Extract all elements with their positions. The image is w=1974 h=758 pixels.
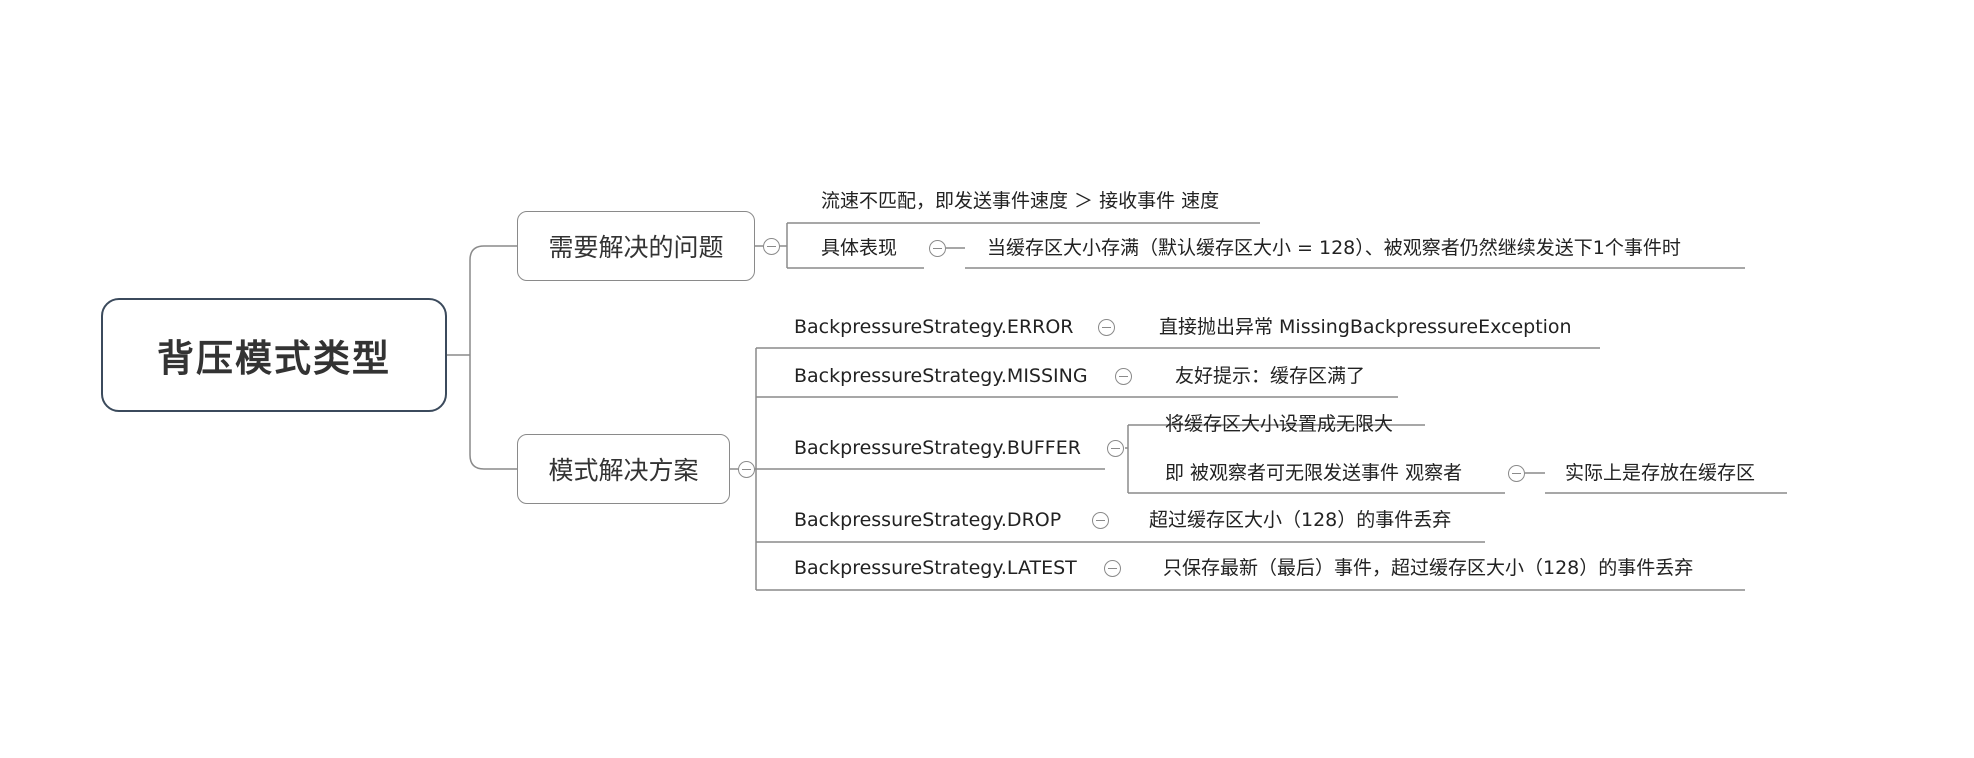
- topic-strategy-error-detail[interactable]: 直接抛出异常 MissingBackpressureException: [1159, 316, 1572, 338]
- topic-solutions-label: 模式解决方案: [548, 456, 699, 485]
- topic-strategy-error[interactable]: BackpressureStrategy.ERROR: [794, 316, 1074, 338]
- root-topic[interactable]: 背压模式类型: [101, 298, 447, 412]
- collapse-toggle-symptom[interactable]: [929, 240, 946, 257]
- topic-problems[interactable]: 需要解决的问题: [517, 211, 755, 281]
- topic-strategy-buffer-observer[interactable]: 即 被观察者可无限发送事件 观察者: [1165, 462, 1463, 484]
- topic-symptom-detail[interactable]: 当缓存区大小存满（默认缓存区大小 = 128）、被观察者仍然继续发送下1个事件时: [987, 237, 1681, 259]
- root-topic-label: 背压模式类型: [157, 337, 391, 380]
- collapse-toggle-drop[interactable]: [1092, 512, 1109, 529]
- collapse-toggle-buffer-observer[interactable]: [1508, 465, 1525, 482]
- topic-strategy-buffer-storage[interactable]: 实际上是存放在缓存区: [1565, 462, 1756, 484]
- topic-speed-mismatch[interactable]: 流速不匹配，即发送事件速度 ＞ 接收事件 速度: [821, 190, 1220, 212]
- collapse-toggle-buffer[interactable]: [1107, 440, 1124, 457]
- topic-strategy-buffer-size[interactable]: 将缓存区大小设置成无限大: [1165, 413, 1394, 435]
- topic-strategy-missing[interactable]: BackpressureStrategy.MISSING: [794, 365, 1088, 387]
- collapse-toggle-latest[interactable]: [1104, 560, 1121, 577]
- collapse-toggle-problems[interactable]: [763, 238, 780, 255]
- topic-strategy-missing-detail[interactable]: 友好提示：缓存区满了: [1175, 365, 1366, 387]
- collapse-toggle-error[interactable]: [1098, 319, 1115, 336]
- collapse-toggle-missing[interactable]: [1115, 368, 1132, 385]
- topic-solutions[interactable]: 模式解决方案: [517, 434, 730, 504]
- topic-strategy-latest[interactable]: BackpressureStrategy.LATEST: [794, 557, 1077, 579]
- topic-strategy-drop[interactable]: BackpressureStrategy.DROP: [794, 509, 1062, 531]
- topic-strategy-drop-detail[interactable]: 超过缓存区大小（128）的事件丢弃: [1149, 509, 1452, 531]
- topic-strategy-latest-detail[interactable]: 只保存最新（最后）事件，超过缓存区大小（128）的事件丢弃: [1163, 557, 1694, 579]
- collapse-toggle-solutions[interactable]: [738, 461, 755, 478]
- topic-strategy-buffer[interactable]: BackpressureStrategy.BUFFER: [794, 437, 1081, 459]
- topic-problems-label: 需要解决的问题: [548, 233, 724, 262]
- topic-symptom[interactable]: 具体表现: [821, 237, 898, 259]
